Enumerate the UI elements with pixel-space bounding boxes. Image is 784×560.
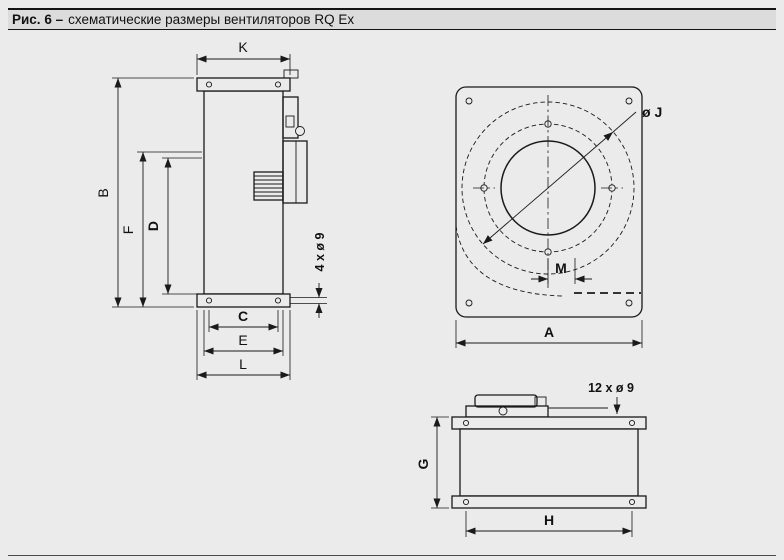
dimension-line-J [482,131,614,245]
extension-lines-hole-dia [290,297,327,304]
flange-hole [274,81,282,88]
figure-label: Рис. 6 – [12,12,64,27]
flange-hole [462,498,470,506]
flange-hole [205,297,213,304]
extension-lines-K [196,54,291,75]
terminal-box-fins [254,175,283,197]
extension-lines-B [112,77,194,308]
dim-label-B: B [95,188,111,197]
motor-block [282,140,308,204]
housing-body-bottom-view [459,428,639,497]
top-flange-bottom-view [451,416,647,430]
flange-hole [462,419,470,427]
dim-label-H: H [544,512,554,528]
extension-lines-L [196,310,291,380]
bottom-flange [196,293,291,308]
flange-hole [628,419,636,427]
front-view: ø J M A [455,86,662,348]
corner-hole [465,299,473,307]
bottom-flange-bottom-view [451,495,647,509]
motor-hump-top [474,394,538,408]
dim-label-F: F [120,226,136,235]
flange-hole [205,81,213,88]
dim-label-K: K [238,39,248,55]
motor-bracket-tab [283,69,299,79]
dim-label-E: E [238,332,247,348]
bottom-view: 12 x ø 9 G H [415,381,647,537]
figure-title: схематические размеры вентиляторов RQ Ex [68,12,355,27]
top-flange [196,77,291,92]
dim-label-M: M [555,260,567,276]
flange-hole [274,297,282,304]
dim-label-A: A [544,324,554,340]
dim-label-J: ø J [642,104,662,120]
motor-hump [465,394,608,418]
scroll-outline-dashed [455,225,563,297]
dim-label-G: G [415,458,431,469]
outer-bolt-circle [461,101,635,275]
motor-hump-detail [498,406,508,416]
dimension-leader-J [612,111,637,133]
side-view: K B F D 4 x ø 9 C E L [95,39,327,380]
corner-hole [465,97,473,105]
terminal-box-outline [253,171,284,201]
dim-label-L: L [239,356,247,372]
motor-hump-notch [534,396,547,407]
dim-label-D: D [145,221,161,231]
hole-count-label-bottom: 12 x ø 9 [588,381,634,395]
extension-lines-G [431,416,449,509]
motor-assembly [282,69,308,204]
terminal-box [253,171,284,201]
motor-cap [295,126,305,136]
corner-hole [625,299,633,307]
dim-label-C: C [238,308,248,324]
page-bottom-rule [8,555,776,556]
figure-caption-bar: Рис. 6 – схематические размеры вентилято… [8,8,776,30]
bracket-detail [285,115,295,128]
motor-bracket [282,96,299,139]
hole-count-label-side: 4 x ø 9 [313,233,327,272]
fan-housing-body [203,90,284,295]
flange-hole [628,498,636,506]
corner-hole [625,97,633,105]
